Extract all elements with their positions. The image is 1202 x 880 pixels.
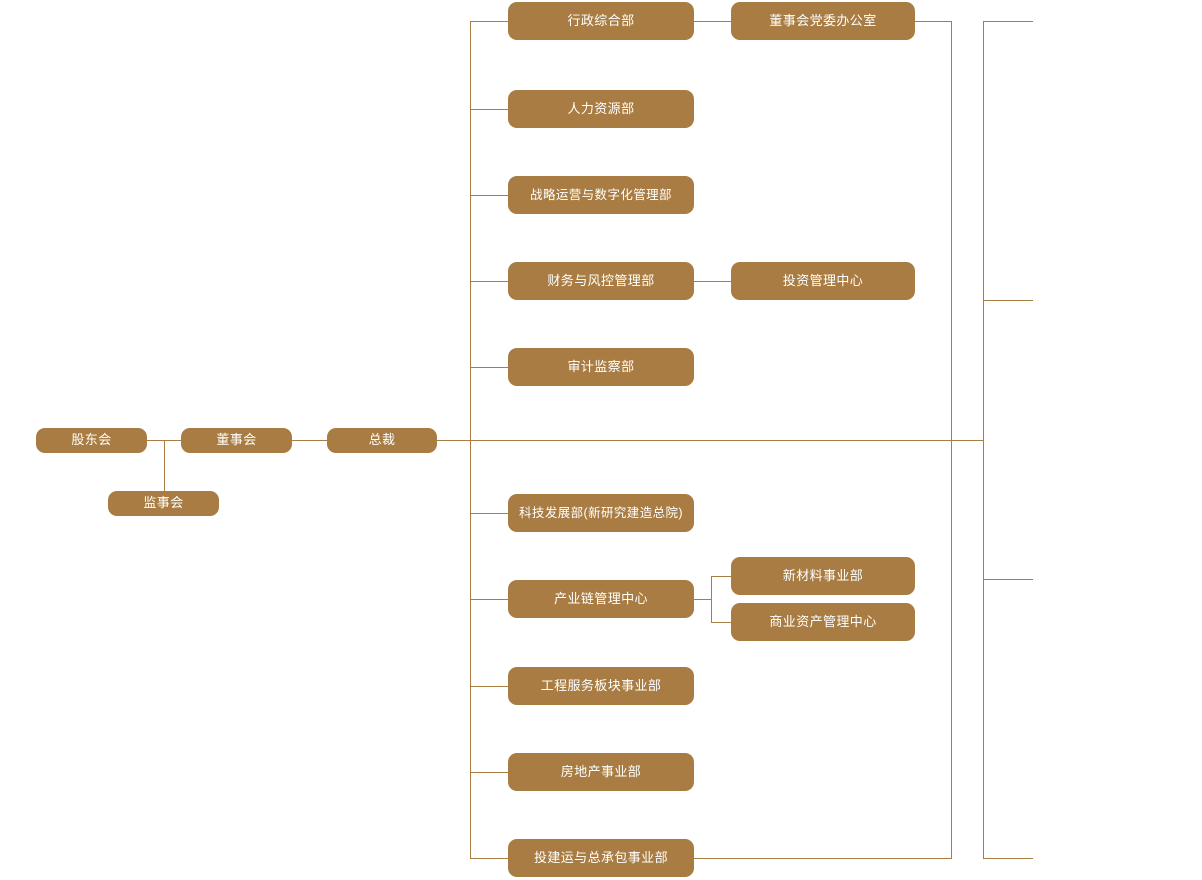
node-invest-build-epc-division[interactable]: 投建运与总承包事业部 (508, 839, 694, 877)
connector-admin-to-party-office (694, 21, 731, 22)
node-strategy-digital-dept[interactable]: 战略运营与数字化管理部 (508, 176, 694, 214)
node-shareholders-meeting[interactable]: 股东会 (36, 428, 147, 453)
node-audit-supervision-dept[interactable]: 审计监察部 (508, 348, 694, 386)
bracket-outer-arm-lower-middle (983, 579, 1033, 580)
connector-board-to-president (292, 440, 327, 441)
connector-branch-to-commercial-assets (711, 622, 731, 623)
spine-departments (470, 21, 471, 858)
connector-finance-to-investment-center (694, 281, 731, 282)
node-real-estate-division[interactable]: 房地产事业部 (508, 753, 694, 791)
node-board-of-directors[interactable]: 董事会 (181, 428, 292, 453)
node-tech-development-dept[interactable]: 科技发展部(新研究建造总院) (508, 494, 694, 532)
connector-president-trunk (437, 440, 983, 441)
node-board-party-committee-office[interactable]: 董事会党委办公室 (731, 2, 915, 40)
node-hr-dept[interactable]: 人力资源部 (508, 90, 694, 128)
bracket-outer-arm-bottom (983, 858, 1033, 859)
connector-spine-to-hr-dept (470, 109, 508, 110)
connector-spine-to-audit-dept (470, 367, 508, 368)
connector-board-to-supervisory-vertical (164, 440, 165, 504)
connector-spine-to-epc-division (470, 858, 508, 859)
connector-spine-to-finance-dept (470, 281, 508, 282)
node-admin-dept[interactable]: 行政综合部 (508, 2, 694, 40)
connector-spine-to-admin-dept (470, 21, 508, 22)
node-finance-risk-dept[interactable]: 财务与风控管理部 (508, 262, 694, 300)
connector-spine-to-supply-chain-center (470, 599, 508, 600)
connector-spine-to-strategy-dept (470, 195, 508, 196)
bracket-inner-vertical (951, 21, 952, 859)
node-supervisory-board[interactable]: 监事会 (108, 491, 219, 516)
connector-spine-to-engineering-division (470, 686, 508, 687)
bracket-outer-vertical (983, 21, 984, 859)
connector-branch-to-new-materials (711, 576, 731, 577)
node-commercial-asset-center[interactable]: 商业资产管理中心 (731, 603, 915, 641)
connector-supply-chain-stub (694, 599, 711, 600)
connector-spine-to-tech-dept (470, 513, 508, 514)
bracket-inner-bottom-arm (694, 858, 952, 859)
connector-spine-to-realestate-division (470, 772, 508, 773)
bracket-outer-arm-upper-middle (983, 300, 1033, 301)
node-president[interactable]: 总裁 (327, 428, 437, 453)
bracket-inner-top-arm (915, 21, 952, 22)
node-new-materials-division[interactable]: 新材料事业部 (731, 557, 915, 595)
bracket-outer-arm-top (983, 21, 1033, 22)
node-supply-chain-center[interactable]: 产业链管理中心 (508, 580, 694, 618)
node-investment-management-center[interactable]: 投资管理中心 (731, 262, 915, 300)
node-engineering-service-division[interactable]: 工程服务板块事业部 (508, 667, 694, 705)
connector-supply-chain-branch-vertical (711, 576, 712, 623)
